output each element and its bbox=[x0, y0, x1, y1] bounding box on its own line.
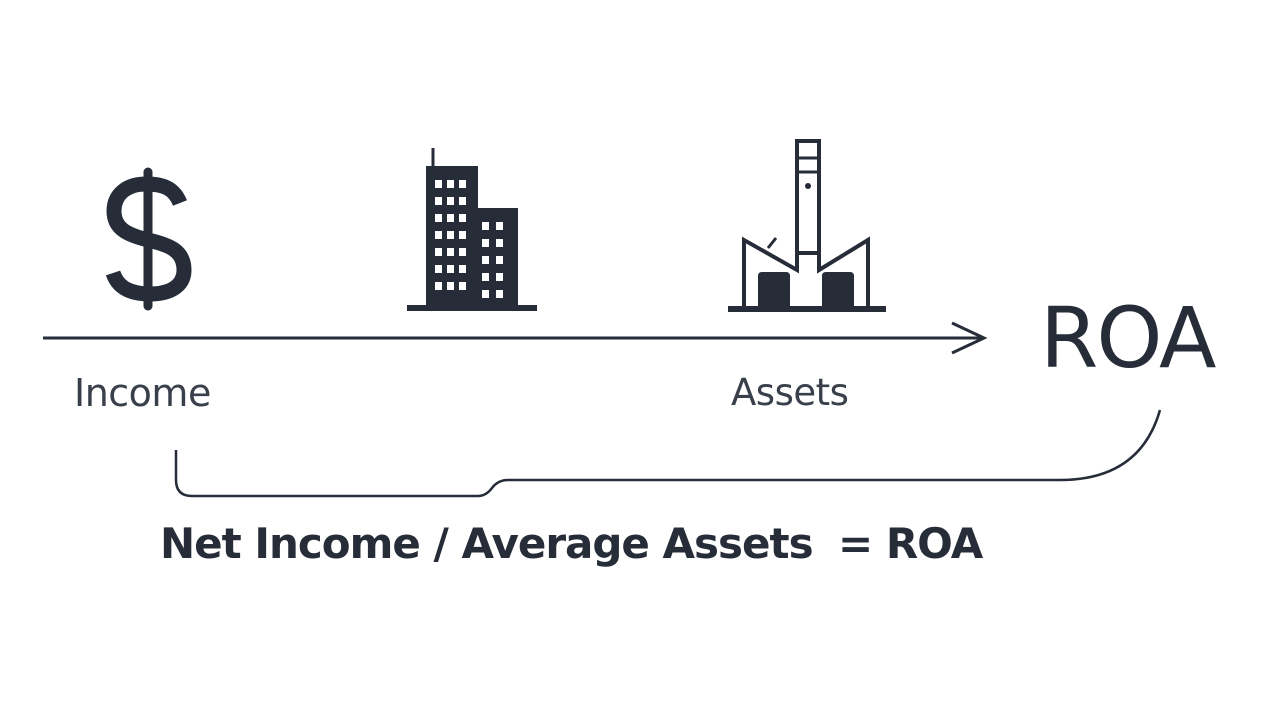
roa-heading: ROA bbox=[1040, 289, 1216, 387]
income-label: Income bbox=[74, 371, 211, 415]
dollar-icon bbox=[105, 167, 192, 311]
bracket-connector bbox=[174, 409, 1162, 498]
office-building-windows bbox=[435, 180, 503, 298]
assets-label: Assets bbox=[731, 371, 849, 414]
formula-expression: Net Income / Average Assets bbox=[160, 519, 814, 568]
office-building-icon bbox=[407, 148, 537, 311]
formula-result: = ROA bbox=[838, 519, 983, 568]
arrow-right-icon bbox=[43, 321, 988, 355]
factory-icon bbox=[728, 139, 886, 312]
